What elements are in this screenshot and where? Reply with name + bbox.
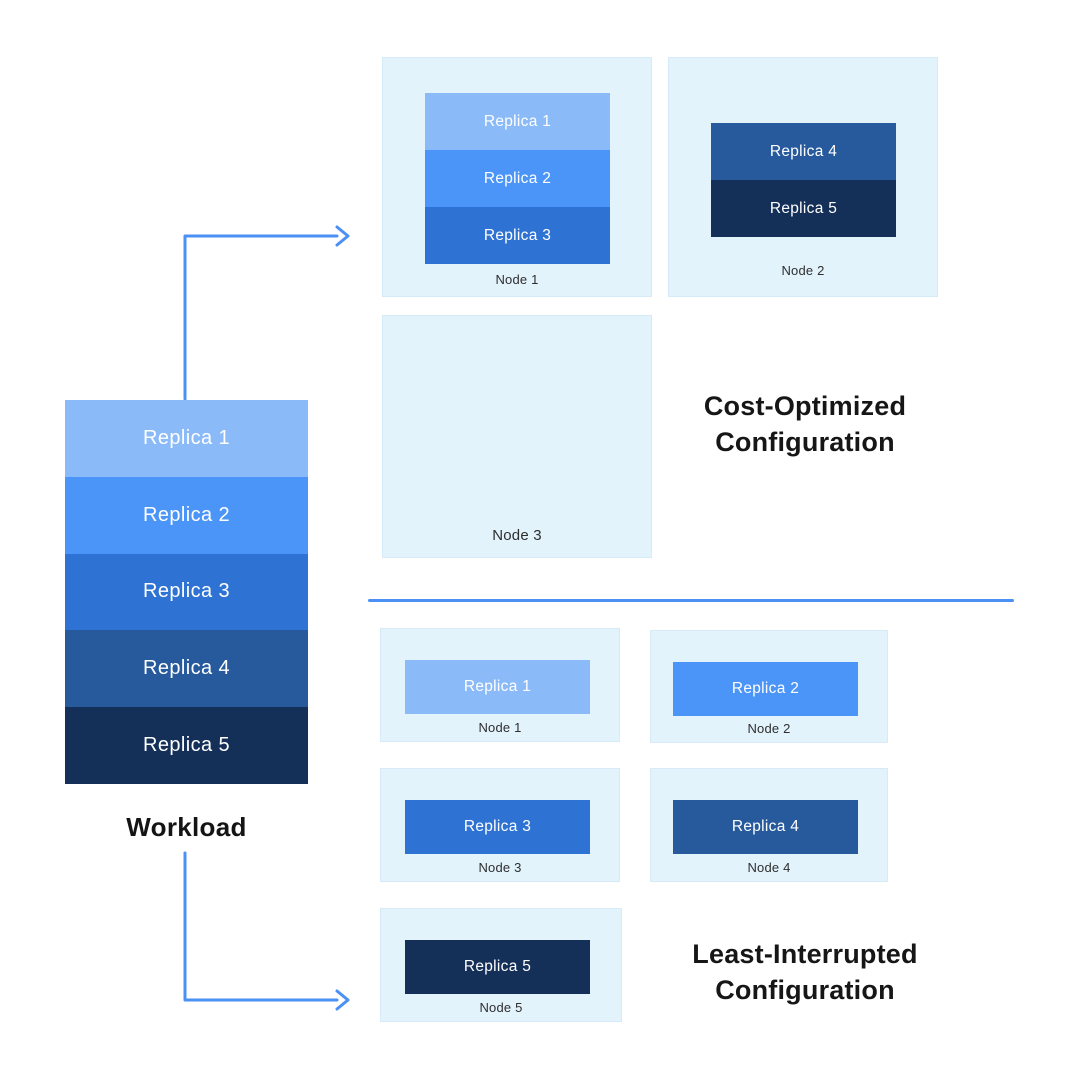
cost-node-2-replica-5: Replica 5 (711, 180, 896, 237)
workload-replica-3: Replica 3 (65, 553, 308, 631)
cost-node-3-label: Node 3 (492, 527, 542, 544)
least-node-3-replica-3: Replica 3 (405, 800, 590, 854)
least-node-4-label: Node 4 (747, 860, 791, 875)
least-node-1-replica-1: Replica 1 (405, 660, 590, 714)
least-node-3-label: Node 3 (478, 860, 522, 875)
workload-replica-1: Replica 1 (65, 400, 308, 477)
section-divider (368, 599, 1014, 602)
least-node-1: Replica 1 Node 1 (380, 628, 620, 742)
cost-node-1-replica-2: Replica 2 (425, 150, 610, 207)
least-interrupted-title: Least-Interrupted Configuration (655, 936, 955, 1008)
least-node-4-replica-4: Replica 4 (673, 800, 858, 854)
least-node-2-replica-2: Replica 2 (673, 662, 858, 716)
cost-node-1-replica-1: Replica 1 (425, 93, 610, 150)
cost-optimized-title: Cost-Optimized Configuration (640, 388, 970, 460)
cost-optimized-title-line2: Configuration (715, 427, 895, 458)
least-node-3: Replica 3 Node 3 (380, 768, 620, 882)
cost-optimized-title-line1: Cost-Optimized (703, 391, 907, 421)
least-node-1-label: Node 1 (478, 720, 522, 735)
workload-replica-2: Replica 2 (65, 476, 308, 554)
workload-title: Workload (126, 812, 247, 842)
workload-replica-5: Replica 5 (65, 707, 308, 784)
cost-node-1-label: Node 1 (495, 272, 539, 287)
least-node-5-label: Node 5 (479, 1000, 523, 1015)
least-node-5-replica-5: Replica 5 (405, 940, 590, 994)
arrow-line-to-least-interrupted (183, 851, 339, 1002)
cost-node-3: Node 3 (382, 315, 652, 558)
cost-node-2: Replica 4 Replica 5 Node 2 (668, 57, 938, 297)
workload-replica-4: Replica 4 (65, 630, 308, 708)
arrow-line-to-cost-optimized (183, 234, 339, 401)
arrow-head-cost-optimized-icon (335, 225, 350, 247)
least-node-2-label: Node 2 (747, 721, 791, 736)
arrow-head-least-interrupted-icon (335, 989, 350, 1011)
cost-node-1-replica-3: Replica 3 (425, 207, 610, 264)
least-interrupted-title-line2: Configuration (715, 975, 895, 1006)
least-node-2: Replica 2 Node 2 (650, 630, 888, 743)
least-node-5: Replica 5 Node 5 (380, 908, 622, 1022)
least-interrupted-title-line1: Least-Interrupted (692, 939, 918, 969)
cost-node-2-label: Node 2 (781, 263, 825, 278)
workload-stack: Replica 1 Replica 2 Replica 3 Replica 4 … (65, 400, 308, 784)
cost-node-2-replica-4: Replica 4 (711, 123, 896, 180)
least-node-4: Replica 4 Node 4 (650, 768, 888, 882)
cost-node-1: Replica 1 Replica 2 Replica 3 Node 1 (382, 57, 652, 297)
